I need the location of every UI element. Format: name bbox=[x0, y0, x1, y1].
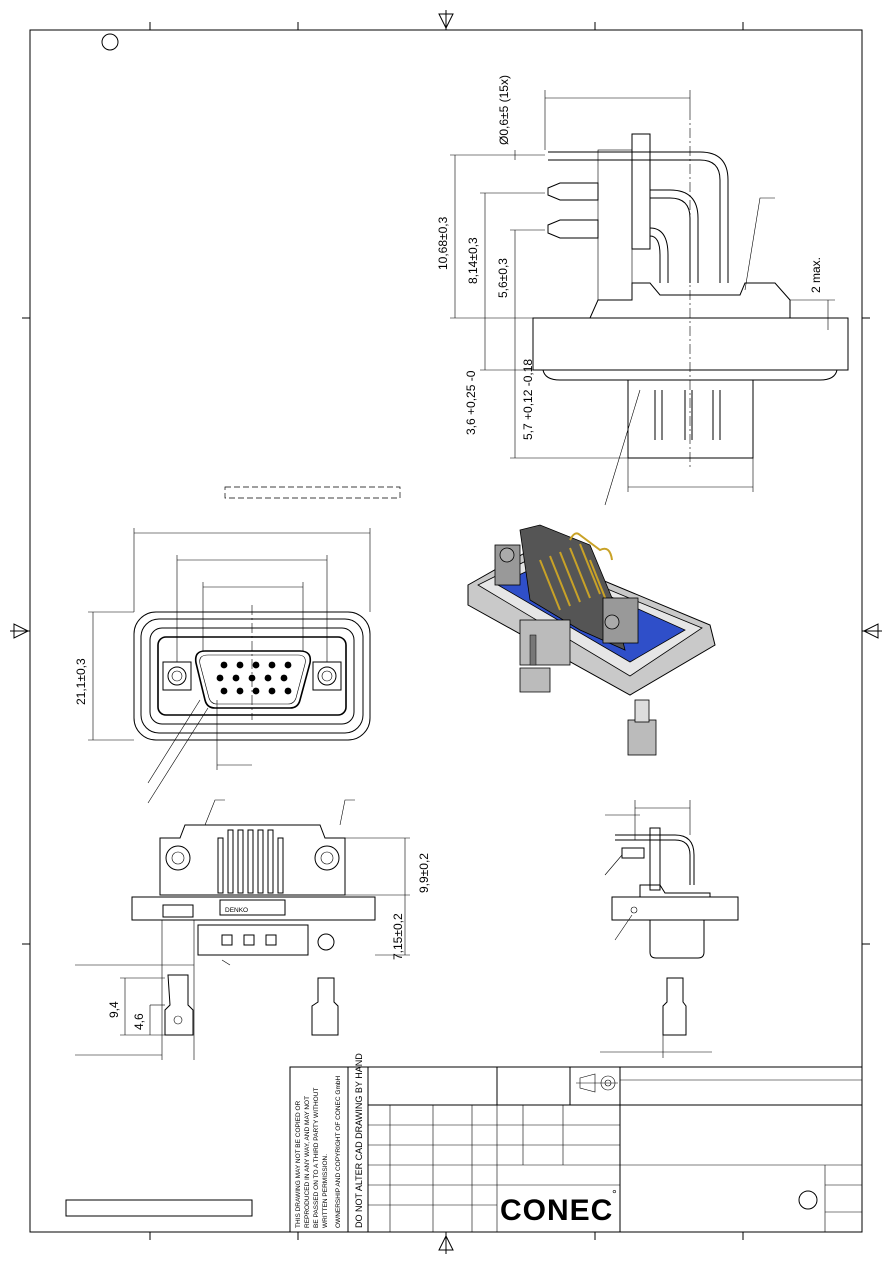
border-ticks bbox=[22, 22, 870, 1240]
register-circle bbox=[101, 33, 119, 51]
dim-height-side: 9,9±0,2 bbox=[417, 853, 431, 893]
copyright-line-5: OWNERSHIP AND COPYRIGHT OF CONEC GmbH bbox=[335, 1076, 342, 1228]
bottom-view: DENKO 9,9±0,2 7,15±0,2 9,4 4,6 bbox=[75, 799, 431, 1060]
title-block: THIS DRAWING MAY NOT BE COPIED OR REPROD… bbox=[289, 1053, 863, 1233]
drawing-number-box bbox=[65, 1199, 253, 1217]
copyright-line-3: BE PASSED ON TO A THIRD PARTY WITHOUT bbox=[313, 1088, 320, 1228]
dim-height-mid: 8,14±0,3 bbox=[466, 237, 480, 284]
copyright-line-1: THIS DRAWING MAY NOT BE COPIED OR bbox=[295, 1100, 302, 1228]
dim-pin-diameter: Ø0,6±5 (15x) bbox=[497, 75, 511, 145]
conec-logo-mark: ° bbox=[612, 1187, 617, 1201]
dim-width-front: 21,1±0,3 bbox=[74, 658, 88, 705]
dim-height-low: 5,6±0,3 bbox=[496, 258, 510, 298]
dim-flange-gap: 2 max. bbox=[809, 257, 823, 293]
dim-screw-head: 4,6 bbox=[132, 1013, 146, 1030]
contact-holes bbox=[216, 661, 292, 695]
iso-pins bbox=[539, 532, 613, 611]
front-view: 21,1±0,3 bbox=[74, 528, 371, 804]
dim-depth-b: 5,7 +0,12 -0,18 bbox=[521, 359, 535, 440]
copyright-line-2: REPRODUCED IN ANY WAY, AND MAY NOT bbox=[304, 1096, 311, 1228]
side-view-dims: Ø0,6±5 (15x) 10,68±0,3 8,14±0,3 5,6±0,3 … bbox=[436, 75, 823, 440]
conec-logo: CONEC bbox=[500, 1194, 613, 1227]
cad-notice: DO NOT ALTER CAD DRAWING BY HAND bbox=[354, 1053, 364, 1228]
housing-logo: DENKO bbox=[225, 907, 248, 914]
centering-marks bbox=[10, 10, 882, 1254]
projection-symbol-icon bbox=[576, 1073, 618, 1093]
dim-screw-length: 9,4 bbox=[107, 1001, 121, 1018]
side-view-top bbox=[450, 90, 849, 506]
dashed-label-box bbox=[224, 486, 401, 499]
dim-depth-a: 3,6 +0,25 -0 bbox=[464, 370, 478, 435]
copyright-line-4: WRITTEN PERMISSION. bbox=[322, 1154, 329, 1228]
small-side-view bbox=[600, 800, 739, 1058]
iso-view bbox=[467, 524, 716, 756]
dim-height-total: 10,68±0,3 bbox=[436, 216, 450, 270]
dim-height-base: 7,15±0,2 bbox=[391, 913, 405, 960]
bottom-pins bbox=[217, 829, 284, 894]
